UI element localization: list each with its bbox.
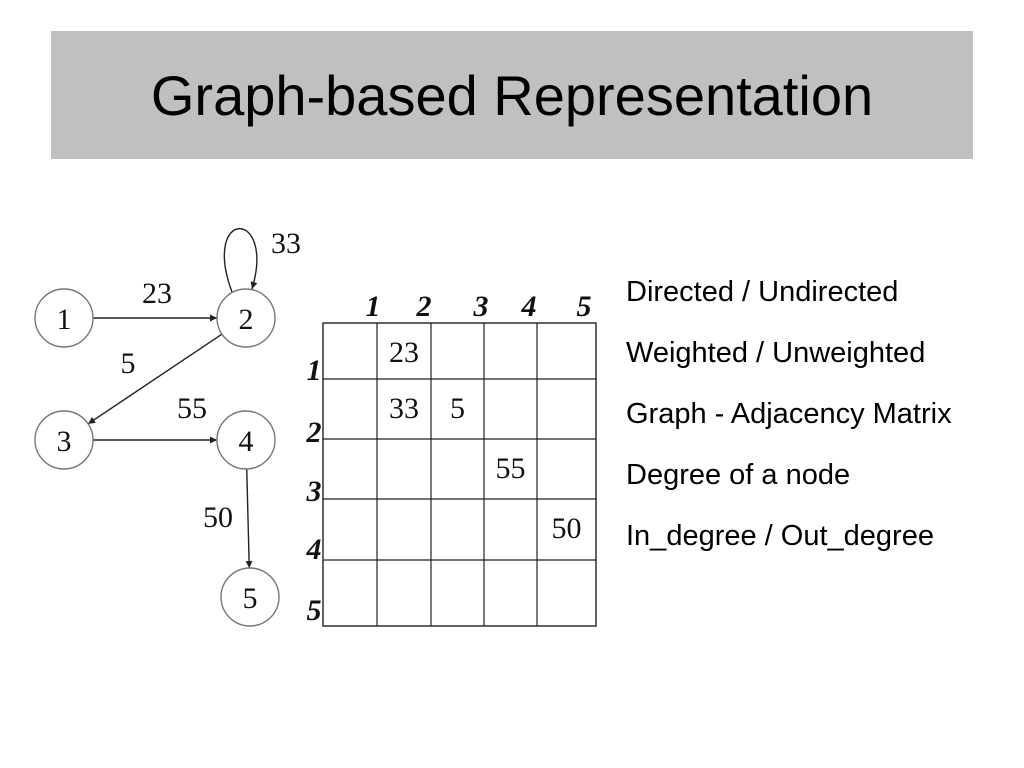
bullet-list: Directed / Undirected Weighted / Unweigh… bbox=[626, 272, 952, 577]
edge-weight-label: 33 bbox=[271, 227, 301, 260]
graph-node-label: 2 bbox=[239, 303, 254, 336]
graph-node-label: 1 bbox=[57, 303, 72, 336]
graph-node-label: 5 bbox=[243, 582, 258, 615]
matrix-cell-value: 50 bbox=[552, 512, 582, 545]
matrix-cell-value: 33 bbox=[389, 392, 419, 425]
graph-edge-self-loop bbox=[223, 227, 258, 293]
bullet-item: Weighted / Unweighted bbox=[626, 337, 926, 369]
graph-node bbox=[216, 410, 276, 470]
bullet-item: Graph - Adjacency Matrix bbox=[626, 398, 952, 430]
matrix-row-header: 5 bbox=[307, 594, 322, 627]
matrix-cell-value: 5 bbox=[450, 392, 465, 425]
matrix-border bbox=[322, 322, 597, 627]
graph-edge bbox=[87, 333, 223, 425]
title-bar: Graph-based Representation bbox=[51, 31, 973, 159]
matrix-column-header: 4 bbox=[521, 290, 537, 323]
slide-title: Graph-based Representation bbox=[150, 63, 874, 127]
edge-weight-label: 55 bbox=[177, 392, 207, 425]
bullet-item: Directed / Undirected bbox=[626, 276, 899, 308]
matrix-row-header: 3 bbox=[306, 475, 322, 508]
graph-node bbox=[34, 288, 94, 348]
graph-node bbox=[220, 567, 280, 627]
matrix-column-header: 3 bbox=[473, 290, 489, 323]
graph-edge bbox=[245, 468, 253, 569]
matrix-column-header: 1 bbox=[366, 290, 381, 323]
graph-node bbox=[216, 288, 276, 348]
edge-weight-label: 50 bbox=[203, 501, 233, 534]
matrix-row-header: 2 bbox=[306, 416, 322, 449]
matrix-column-header: 5 bbox=[577, 290, 592, 323]
bullet-item: Degree of a node bbox=[626, 459, 851, 491]
graph-node bbox=[34, 410, 94, 470]
matrix-cell-value: 23 bbox=[389, 336, 419, 369]
edge-weight-label: 5 bbox=[121, 347, 136, 380]
bullet-item: In_degree / Out_degree bbox=[626, 520, 934, 552]
matrix-cell-value: 55 bbox=[496, 452, 526, 485]
matrix-row-header: 4 bbox=[306, 533, 322, 566]
matrix-row-header: 1 bbox=[307, 354, 322, 387]
graph-node-label: 3 bbox=[57, 425, 72, 458]
edge-weight-label: 23 bbox=[142, 277, 172, 310]
graph-node-label: 4 bbox=[239, 425, 254, 458]
matrix-column-header: 2 bbox=[416, 290, 432, 323]
